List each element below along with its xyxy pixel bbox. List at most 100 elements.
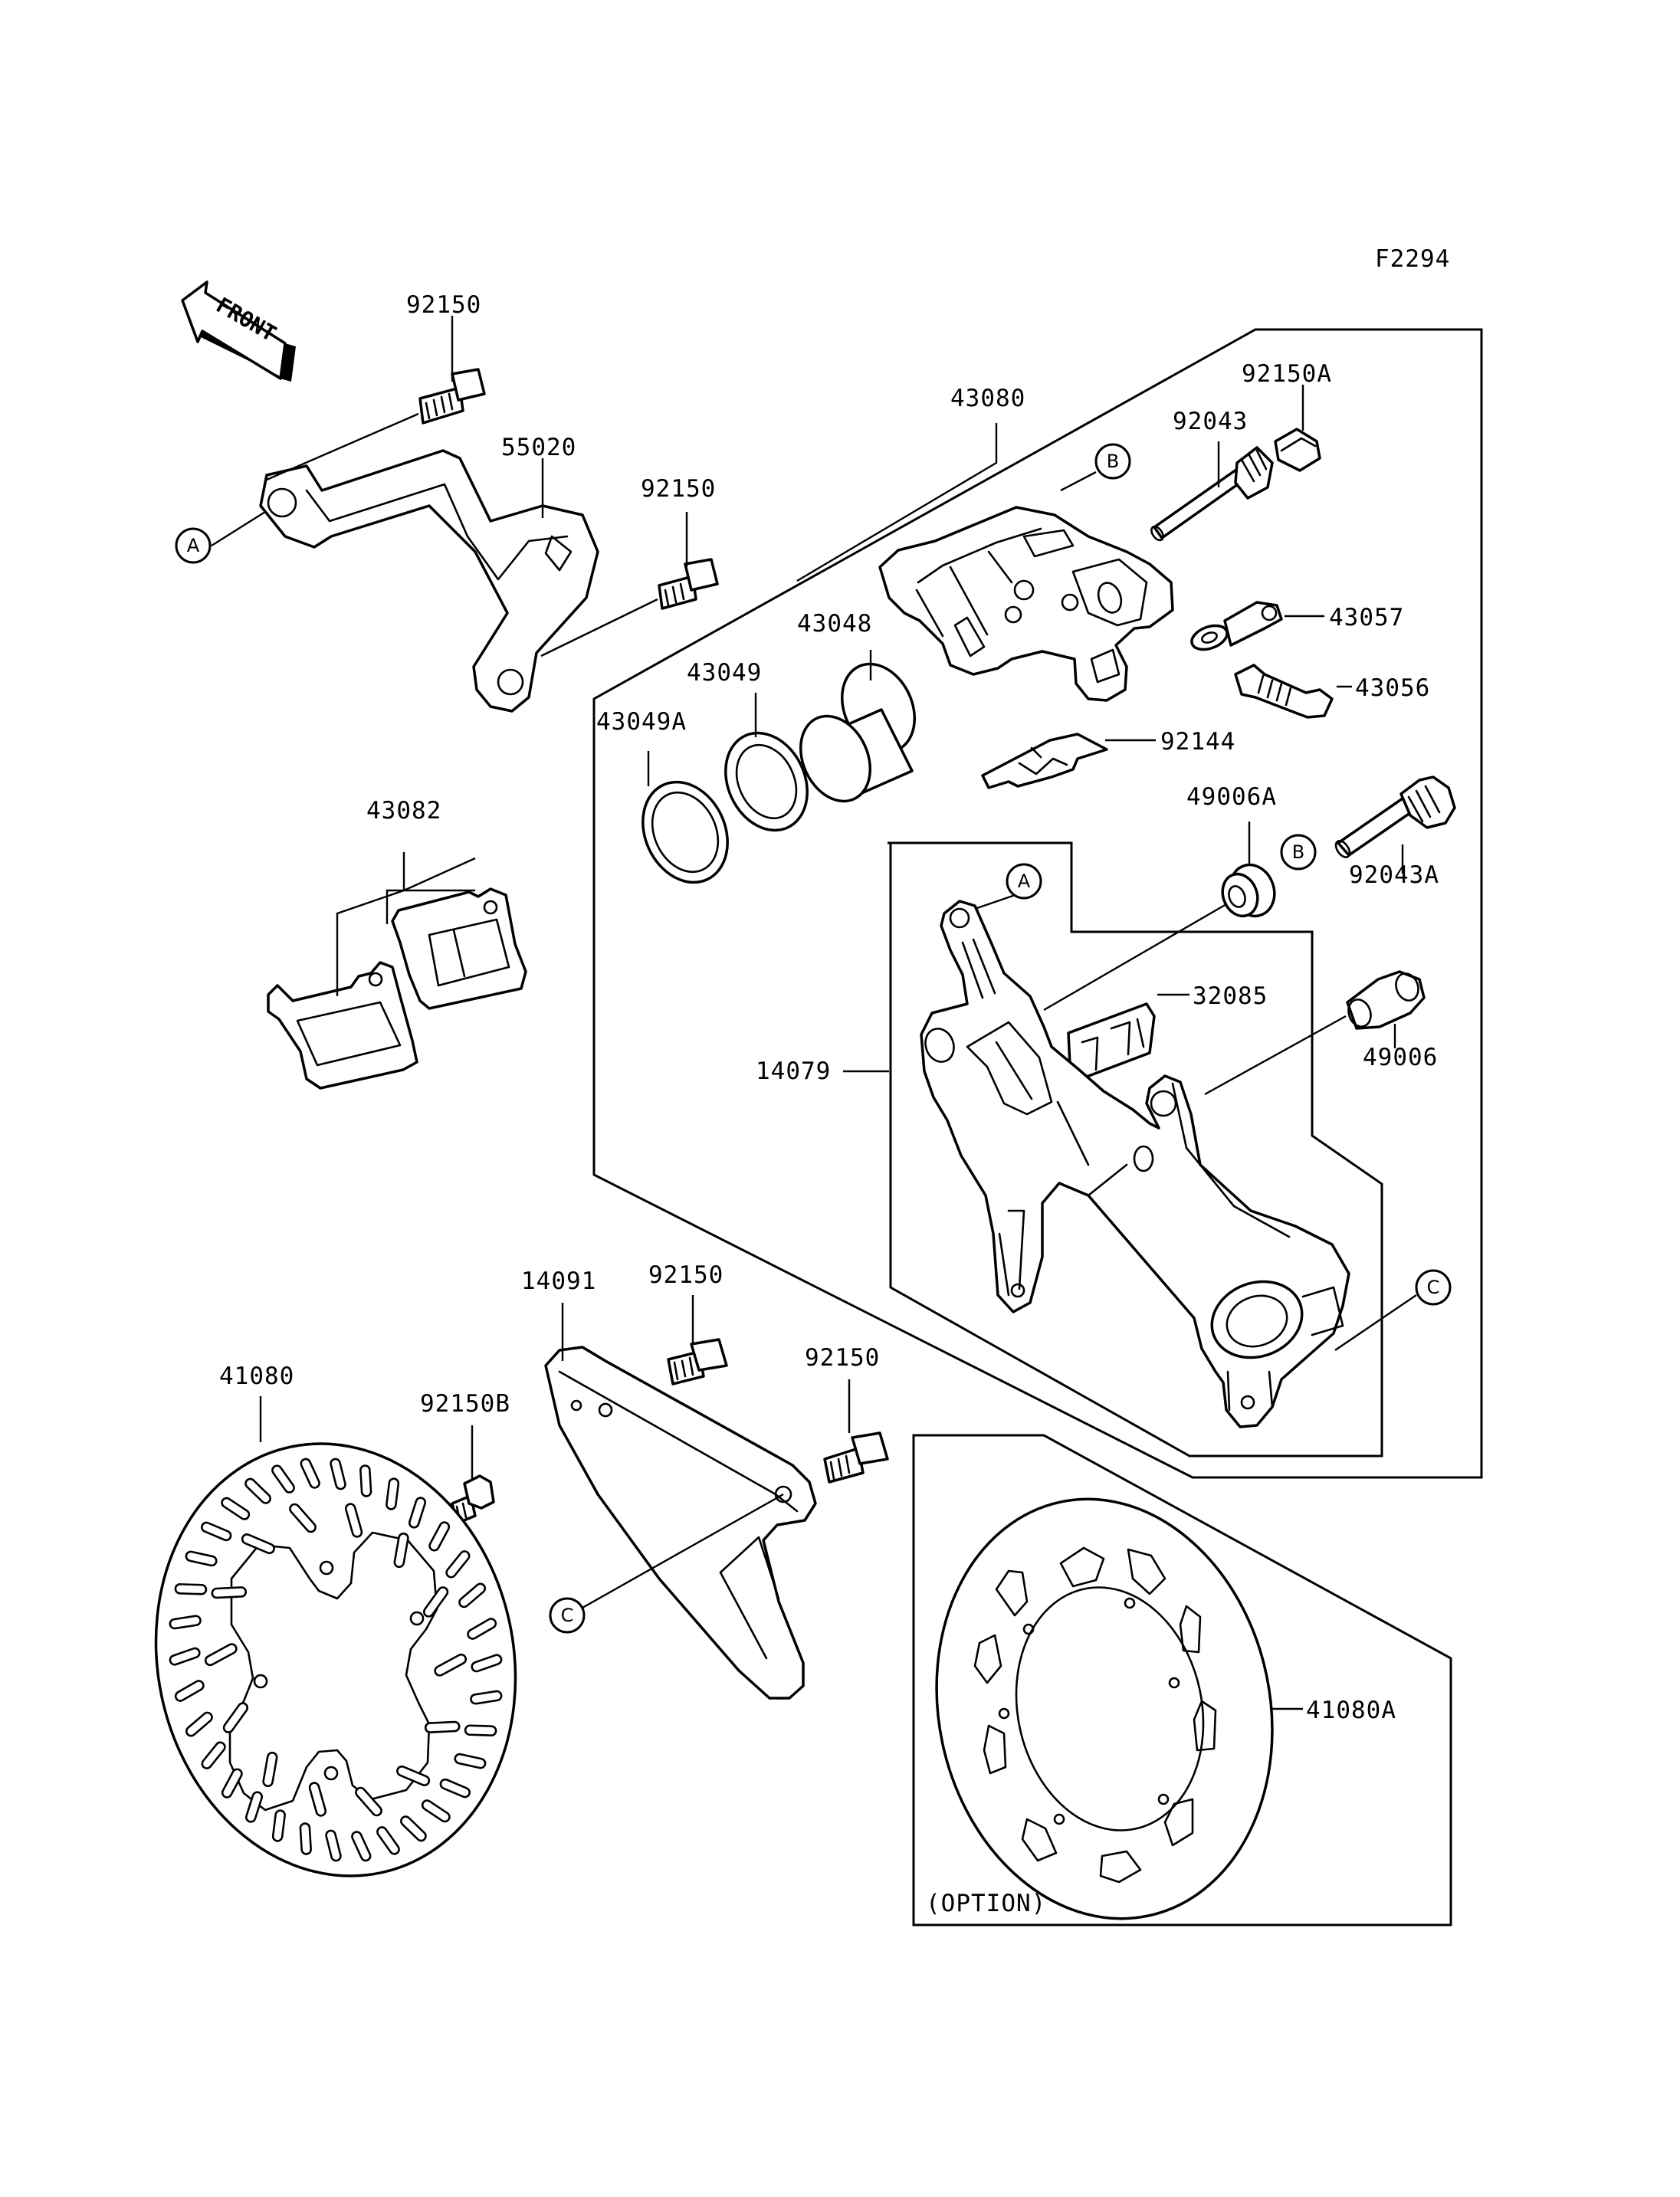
- leader-ref-c1: [1334, 1294, 1417, 1351]
- disc-slot: [376, 1826, 400, 1855]
- figure-code: F2294: [1375, 245, 1450, 273]
- disc-guard-14091: [544, 1346, 817, 1700]
- disc-slot: [458, 1582, 487, 1608]
- disc-slot-inner: [393, 1532, 409, 1569]
- disc-slot: [464, 1724, 497, 1736]
- disc-slot-inner: [424, 1720, 461, 1733]
- label-14079: 14079: [756, 1058, 831, 1085]
- option-label: (OPTION): [926, 1890, 1046, 1917]
- label-43080: 43080: [950, 385, 1025, 412]
- disc-slot: [185, 1711, 213, 1737]
- label-92150-mid: 92150: [641, 475, 716, 503]
- disc-slot-inner: [344, 1503, 363, 1538]
- boot-49006: [1346, 970, 1426, 1030]
- label-43048: 43048: [797, 610, 872, 638]
- disc-slot: [221, 1768, 243, 1799]
- spring-92144: [981, 733, 1108, 789]
- boot-49006A: [1221, 863, 1276, 918]
- brake-disc-41080A: [935, 1497, 1274, 1920]
- leader-43082-a: [336, 889, 405, 996]
- pin-92043: [1150, 446, 1274, 542]
- ref-marker-c1: C: [1415, 1269, 1452, 1306]
- label-92150B: 92150B: [420, 1390, 510, 1418]
- label-43082: 43082: [366, 797, 441, 825]
- disc-slot: [454, 1753, 487, 1769]
- disc-slot: [244, 1477, 271, 1504]
- leader-ref-c2: [582, 1493, 784, 1609]
- label-49006A: 49006A: [1186, 783, 1277, 811]
- ref-b1-label: B: [1107, 451, 1119, 472]
- disc-slot: [169, 1647, 201, 1666]
- leader-ref-b1: [1060, 471, 1097, 492]
- disc-slot: [221, 1497, 251, 1520]
- label-32085: 32085: [1193, 982, 1268, 1010]
- disc-slot: [325, 1829, 342, 1862]
- bracket-subassembly-frame: [888, 841, 1383, 1458]
- disc-slot: [428, 1521, 451, 1552]
- disc-41080-slots: [169, 1458, 503, 1862]
- leader-49006A-to-bracket: [1043, 903, 1227, 1012]
- label-55020: 55020: [501, 434, 576, 461]
- leader-92150-to-55020: [266, 412, 419, 481]
- label-41080A: 41080A: [1306, 1697, 1396, 1724]
- option-disc-frame: [912, 1434, 1452, 1926]
- pad-spring-32085: [1067, 1002, 1156, 1080]
- label-43056: 43056: [1355, 674, 1430, 702]
- disc-slot: [271, 1809, 286, 1842]
- caliper-assembly-frame: [592, 328, 1483, 1479]
- disc-slot-inner: [211, 1586, 248, 1599]
- front-arrow-icon: FRONT: [181, 280, 296, 382]
- disc-slot: [299, 1822, 312, 1855]
- disc-slot: [386, 1477, 400, 1510]
- label-43049A: 43049A: [596, 708, 687, 736]
- disc-slot: [359, 1464, 372, 1497]
- label-92150A: 92150A: [1242, 360, 1332, 388]
- disc-slot: [400, 1815, 427, 1842]
- label-49006: 49006: [1363, 1044, 1438, 1071]
- bleed-valve-43056: [1234, 664, 1334, 719]
- caliper-body-43080: [878, 506, 1174, 702]
- label-92144: 92144: [1160, 728, 1235, 756]
- brake-pads-43082: [267, 887, 527, 1090]
- disc-slot: [300, 1458, 320, 1489]
- disc-slot-inner: [204, 1643, 238, 1667]
- ref-marker-a2: A: [1006, 863, 1042, 900]
- bolt-92150-low1: [667, 1338, 728, 1385]
- seal-43049A: [641, 780, 729, 884]
- piston-43048: [799, 662, 917, 803]
- ref-a1-label: A: [187, 535, 200, 556]
- disc-slot-inner: [262, 1751, 278, 1788]
- disc-slot: [408, 1497, 427, 1529]
- brake-disc-41080: [154, 1442, 517, 1877]
- disc-slot-inner: [434, 1653, 468, 1677]
- seal-43049: [724, 731, 809, 832]
- disc-slot: [351, 1831, 372, 1862]
- disc-slot-inner: [289, 1503, 317, 1533]
- disc-slot-inner: [241, 1533, 275, 1555]
- label-43049: 43049: [687, 659, 762, 687]
- label-92150-low2: 92150: [805, 1344, 880, 1372]
- leader-92150mid-to-55020: [540, 598, 658, 657]
- disc-slot: [174, 1680, 205, 1702]
- disc-slot: [421, 1799, 451, 1823]
- disc-slot: [330, 1458, 346, 1490]
- caliper-bracket-14079: [920, 900, 1350, 1428]
- ref-marker-c2: C: [549, 1597, 586, 1634]
- ref-marker-a1: A: [175, 527, 212, 564]
- disc-slot-inner: [396, 1765, 431, 1786]
- disc-slot: [201, 1521, 232, 1542]
- label-92043A: 92043A: [1349, 861, 1439, 889]
- label-14091: 14091: [521, 1267, 596, 1295]
- leader-43080: [796, 423, 998, 582]
- bolt-92150-mid: [658, 558, 719, 610]
- bolt-92150-low2: [823, 1431, 889, 1484]
- disc-slot: [439, 1778, 471, 1799]
- bolt-92150-top: [418, 368, 486, 425]
- ref-marker-b1: B: [1094, 443, 1131, 480]
- pin-92043A: [1334, 776, 1456, 858]
- disc-slot: [201, 1741, 226, 1769]
- ref-marker-b2: B: [1280, 834, 1317, 871]
- ref-b2-label: B: [1292, 841, 1304, 863]
